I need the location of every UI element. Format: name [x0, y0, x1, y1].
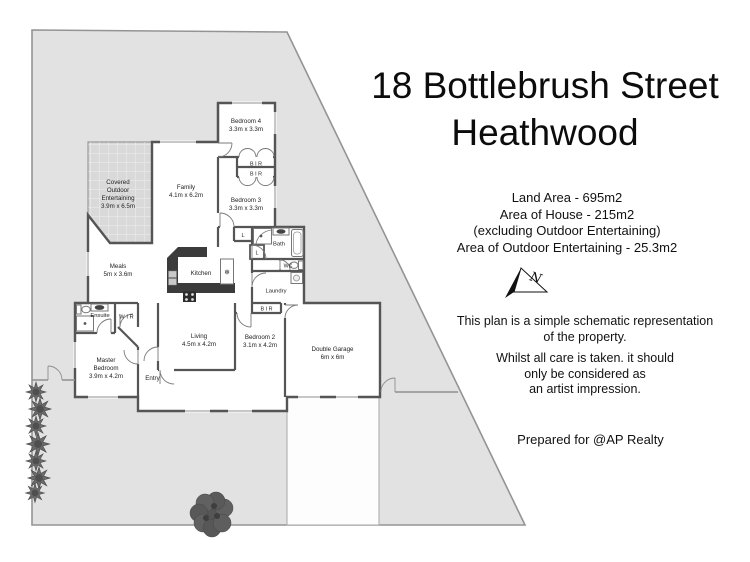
- gate-arc: [47, 365, 63, 381]
- kitchen-bench: ❄: [167, 247, 235, 302]
- room-label-family: Family: [177, 184, 196, 191]
- svg-text:6m x 6m: 6m x 6m: [321, 354, 345, 361]
- svg-text:4.1m x 6.2m: 4.1m x 6.2m: [169, 192, 203, 199]
- room-label-bedroom4: Bedroom 4: [231, 118, 262, 125]
- tree: [189, 491, 234, 538]
- cooktop-icon: [183, 291, 196, 302]
- room-label-meals: Meals: [110, 263, 127, 270]
- room-label-bir2: B I R: [250, 172, 262, 178]
- svg-text:5m x 3.6m: 5m x 3.6m: [104, 271, 133, 278]
- land-area: Land Area - 695m2: [511, 190, 623, 205]
- gate-arc: [380, 377, 396, 393]
- room-label-covered: Covered: [106, 179, 130, 186]
- toilet-icon: [298, 260, 304, 270]
- room-label-master: Master: [97, 357, 116, 364]
- svg-text:Bedroom: Bedroom: [93, 365, 118, 372]
- room-label-bedroom2: Bedroom 2: [245, 334, 276, 341]
- room-label-garage: Double Garage: [312, 346, 355, 353]
- fixtures: [76, 227, 304, 332]
- interior-walls: [75, 103, 304, 397]
- door-arcs: [96, 142, 299, 385]
- room-label-wir: W I R: [119, 315, 134, 321]
- room-label-living: Living: [191, 333, 208, 340]
- room-label-linen1: L: [241, 233, 244, 239]
- room-label-kitchen: Kitchen: [191, 270, 212, 277]
- outdoor-area: Area of Outdoor Entertaining - 25.3m2: [456, 239, 678, 255]
- oven-icon: [168, 270, 177, 278]
- room-label-bir1: B I R: [250, 162, 262, 168]
- shower-icon: [253, 228, 272, 245]
- room-label-bir3: B I R: [261, 307, 273, 313]
- north-label: N: [527, 269, 544, 287]
- driveway: [286, 396, 380, 526]
- svg-text:3.9m x 6.5m: 3.9m x 6.5m: [101, 203, 135, 210]
- north-arrow-icon: N: [505, 267, 549, 298]
- svg-text:Outdoor: Outdoor: [107, 187, 129, 194]
- toilet-icon: [76, 304, 82, 315]
- fences: [32, 365, 458, 393]
- svg-text:3.1m x 4.2m: 3.1m x 4.2m: [243, 342, 277, 349]
- title-line2: Heathwood: [451, 112, 639, 153]
- svg-text:Entertaining: Entertaining: [101, 195, 135, 202]
- room-label-linen2: L: [255, 251, 258, 257]
- disclaimer-1: This plan is a simple schematic represen…: [456, 314, 714, 344]
- svg-text:3.3m x 3.3m: 3.3m x 3.3m: [229, 126, 263, 133]
- area-summary: Land Area - 695m2 Area of House - 215m2 …: [432, 190, 702, 256]
- covered-patio: [87, 141, 153, 244]
- svg-text:3.3m x 3.3m: 3.3m x 3.3m: [229, 205, 263, 212]
- room-label-wc: WC: [284, 264, 293, 270]
- room-label-bath: Bath: [273, 242, 285, 248]
- room-label-laundry: Laundry: [266, 289, 287, 295]
- oven-icon: [168, 278, 177, 286]
- room-label-ensuite: Ensuite: [90, 313, 109, 319]
- disclaimer-2: Whilst all care is taken. it should only…: [496, 351, 674, 396]
- house-area-note: (excluding Outdoor Entertaining): [473, 223, 661, 238]
- room-labels: Covered Outdoor Entertaining 3.9m x 6.5m…: [89, 118, 354, 382]
- svg-text:4.5m x 4.2m: 4.5m x 4.2m: [182, 341, 216, 348]
- windows: [73, 101, 358, 413]
- page-title: 18 Bottlebrush Street Heathwood: [350, 62, 740, 156]
- room-label-bedroom3: Bedroom 3: [231, 197, 262, 204]
- house-area: Area of House - 215m2: [499, 206, 635, 222]
- bathtub-icon: [291, 229, 304, 257]
- room-label-entry: Entry: [145, 375, 160, 382]
- fridge-icon: [220, 258, 234, 285]
- prepared-for: Prepared for @AP Realty: [517, 432, 664, 447]
- svg-text:3.9m x 4.2m: 3.9m x 4.2m: [89, 373, 123, 380]
- fridge-snowflake-icon: ❄: [224, 269, 230, 277]
- title-line1: 18 Bottlebrush Street: [371, 65, 719, 106]
